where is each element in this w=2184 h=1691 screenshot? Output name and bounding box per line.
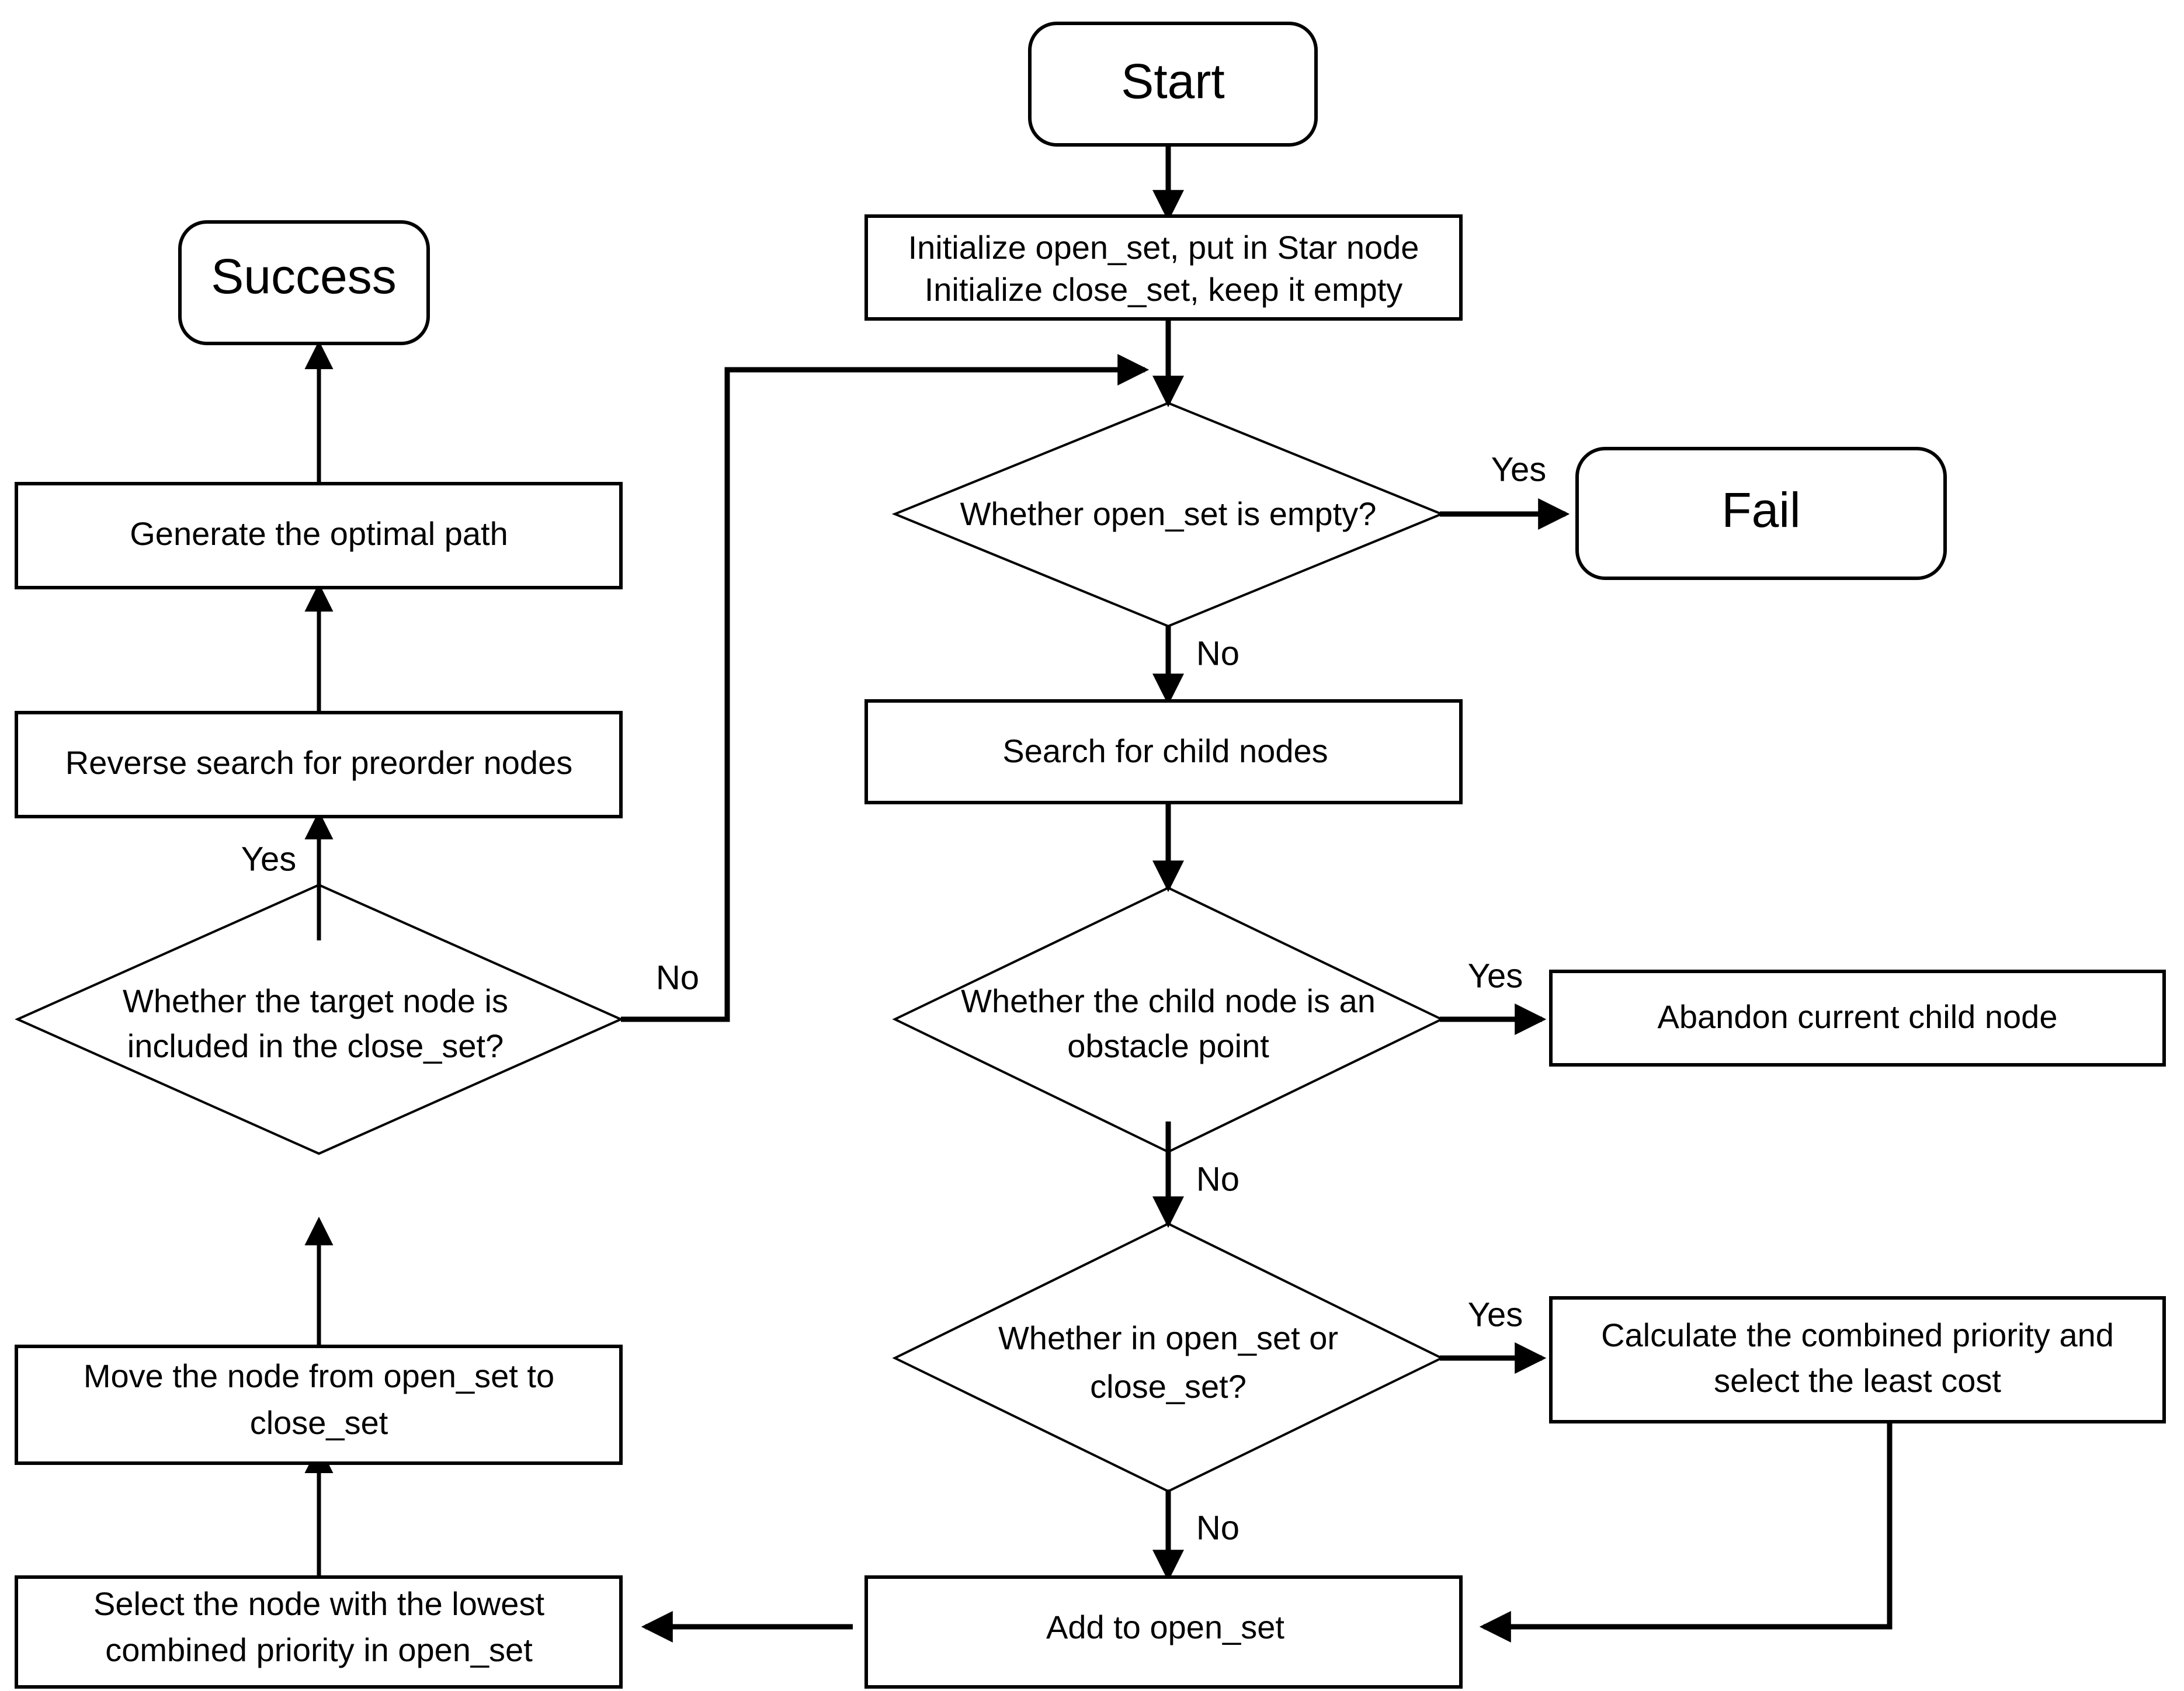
edge-target-in-close-no-loopback bbox=[621, 354, 1150, 1022]
node-initialize[interactable] bbox=[864, 214, 1463, 321]
edge-label-open-set-empty-no: No bbox=[1196, 634, 1239, 672]
node-success[interactable] bbox=[178, 220, 430, 345]
edge-label-target-in-close-yes: Yes bbox=[241, 840, 297, 878]
node-add-open-set-label: Add to open_set bbox=[1046, 1609, 1284, 1645]
node-move-node-label-line1: Move the node from open_set to bbox=[84, 1357, 554, 1394]
node-generate-path-label: Generate the optimal path bbox=[130, 515, 508, 552]
node-in-sets-label-line2: close_set? bbox=[1090, 1368, 1246, 1405]
edge-label-in-sets-no: No bbox=[1196, 1509, 1239, 1547]
node-start[interactable] bbox=[1028, 22, 1318, 147]
node-open-set-empty[interactable] bbox=[891, 401, 1445, 628]
node-abandon-child-label: Abandon current child node bbox=[1658, 998, 2058, 1035]
edge-label-target-in-close-no: No bbox=[656, 959, 699, 996]
node-fail[interactable] bbox=[1575, 447, 1947, 580]
node-move-node-label-line2: close_set bbox=[250, 1404, 388, 1441]
edge-label-in-sets-yes: Yes bbox=[1468, 1296, 1523, 1334]
node-select-lowest-label-line1: Select the node with the lowest bbox=[93, 1585, 544, 1622]
node-move-node[interactable] bbox=[15, 1345, 623, 1465]
node-initialize-label-line1: Initialize open_set, put in Star node bbox=[908, 229, 1419, 266]
node-calc-priority[interactable] bbox=[1549, 1296, 2166, 1423]
node-fail-label: Fail bbox=[1721, 482, 1800, 537]
node-select-lowest[interactable] bbox=[15, 1575, 623, 1689]
node-target-in-close-set[interactable] bbox=[15, 883, 624, 1155]
node-is-obstacle-label-line2: obstacle point bbox=[1067, 1027, 1269, 1064]
node-select-lowest-label-line2: combined priority in open_set bbox=[105, 1631, 533, 1668]
node-search-children-label: Search for child nodes bbox=[1002, 732, 1328, 769]
node-abandon-child[interactable] bbox=[1549, 970, 2166, 1067]
node-success-label: Success bbox=[211, 249, 396, 304]
node-open-set-empty-label: Whether open_set is empty? bbox=[960, 495, 1377, 532]
node-target-in-close-label-line2: included in the close_set? bbox=[127, 1027, 504, 1064]
edge-calc-priority-to-add-open-set bbox=[1479, 1421, 1893, 1643]
node-add-open-set[interactable] bbox=[864, 1575, 1463, 1689]
edge-label-is-obstacle-yes: Yes bbox=[1468, 957, 1523, 995]
node-reverse-search-label: Reverse search for preorder nodes bbox=[65, 744, 572, 781]
edge-label-open-set-empty-yes: Yes bbox=[1491, 450, 1547, 488]
node-is-obstacle-label-line1: Whether the child node is an bbox=[961, 982, 1376, 1019]
node-is-obstacle[interactable] bbox=[892, 886, 1445, 1154]
node-calc-priority-label-line1: Calculate the combined priority and bbox=[1601, 1317, 2114, 1353]
node-generate-path[interactable] bbox=[15, 482, 623, 589]
edge-label-is-obstacle-no: No bbox=[1196, 1160, 1239, 1198]
node-target-in-close-label-line1: Whether the target node is bbox=[123, 982, 508, 1019]
node-in-open-or-close-set[interactable] bbox=[892, 1222, 1445, 1493]
node-initialize-label-line2: Initialize close_set, keep it empty bbox=[925, 271, 1403, 308]
node-search-children[interactable] bbox=[864, 699, 1463, 804]
node-start-label: Start bbox=[1121, 54, 1224, 109]
node-in-sets-label-line1: Whether in open_set or bbox=[998, 1320, 1338, 1356]
node-calc-priority-label-line2: select the least cost bbox=[1714, 1362, 2001, 1399]
node-reverse-search[interactable] bbox=[15, 711, 623, 818]
